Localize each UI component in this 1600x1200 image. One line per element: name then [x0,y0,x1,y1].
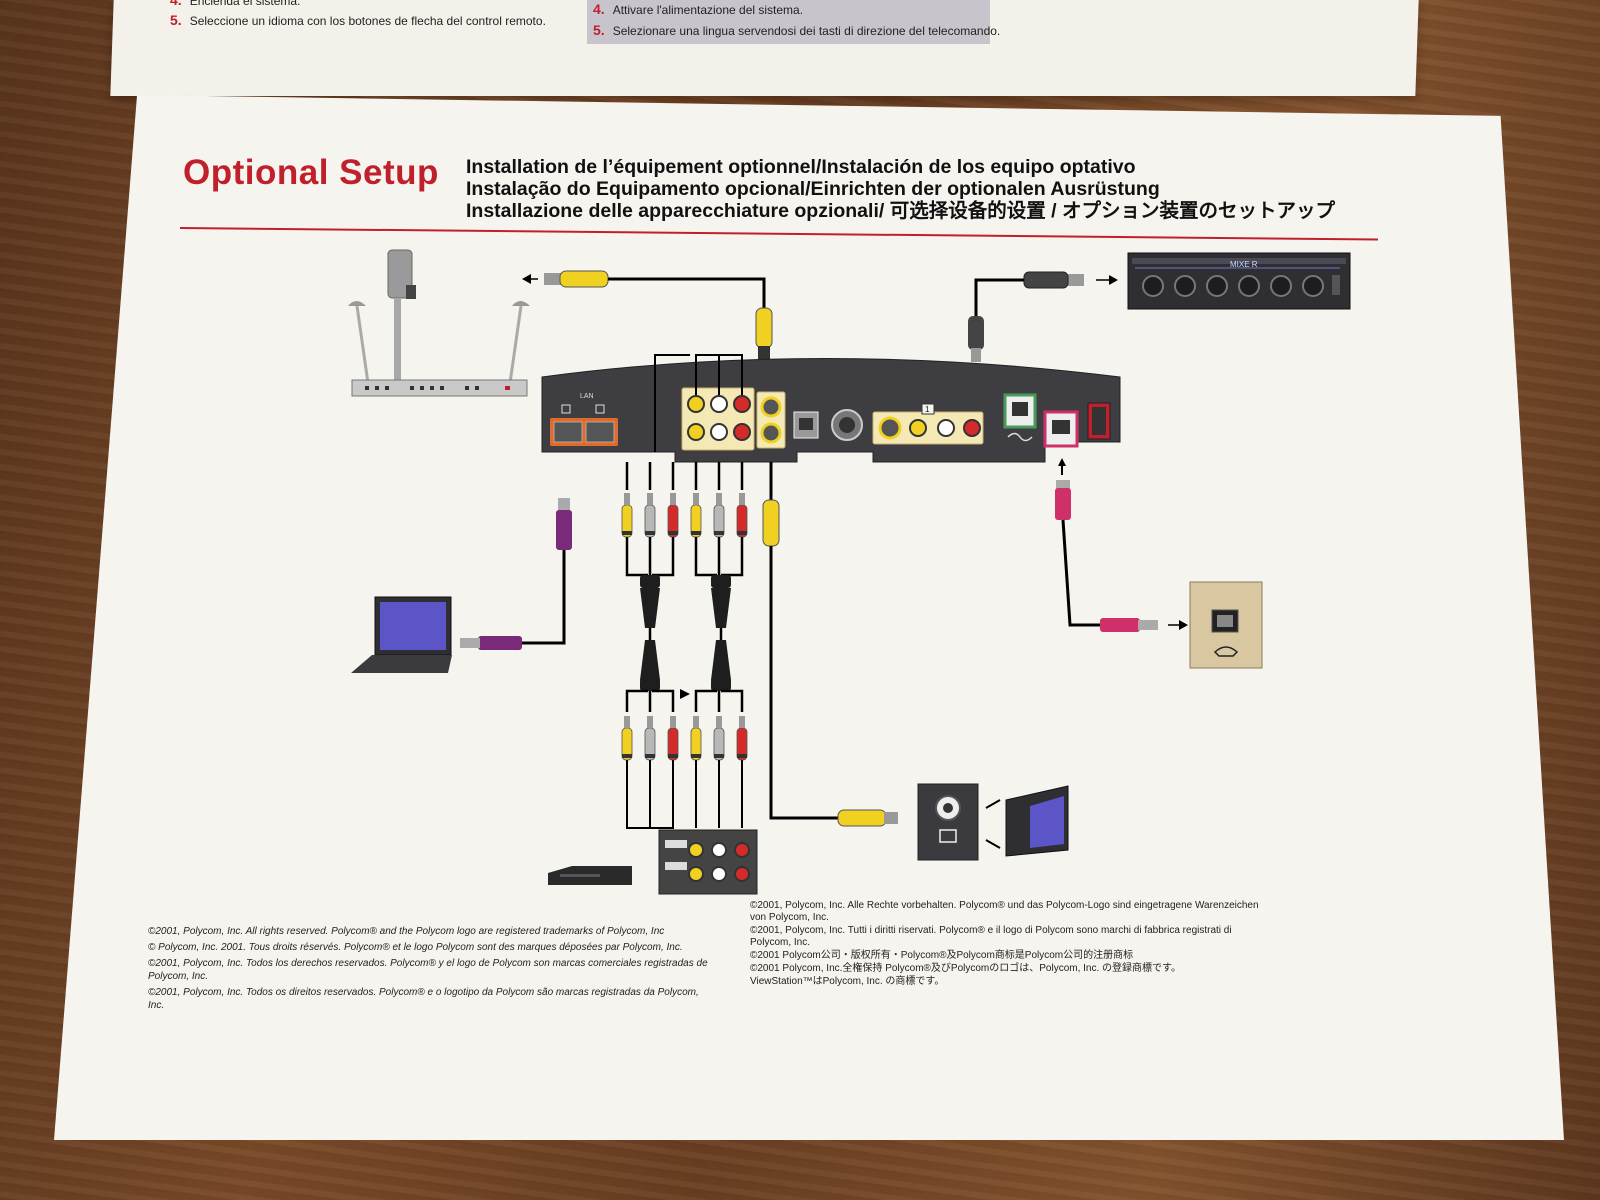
top-right-steps: 4.Attivare l'alimentazione del sistema. … [593,0,1000,41]
subtitle-line: Instalação do Equipamento opcional/Einri… [466,178,1160,200]
port-number: 1 [925,405,930,414]
lan-cable [460,498,572,650]
phone-line-cable [1055,458,1188,632]
subtitle-block: Installation de l’équipement optionnel/I… [466,156,1335,222]
copyright-line: © Polycom, Inc. 2001. Tous droits réserv… [148,942,683,953]
camera-microphone-stand [348,249,530,397]
camera-cable [522,270,773,360]
svideo-adapter [917,783,979,861]
tv-connection-lines [985,799,1001,849]
codec-rear-panel: LAN 1 [541,358,1121,463]
lan-label: LAN [580,393,594,400]
copyright-line: ViewStation™はPolycom, Inc. の商標です。 [750,976,945,987]
copyright-line: ©2001, Polycom, Inc. All rights reserved… [148,926,665,937]
copyright-right: ©2001, Polycom, Inc. Alle Rechte vorbeha… [750,900,1270,989]
svideo-cable [762,462,898,827]
step-item: 5.Seleccione un idioma con los botones d… [170,12,546,28]
page-title: Optional Setup [183,153,439,192]
copyright-line: ©2001, Polycom, Inc. Alle Rechte vorbeha… [750,900,1259,923]
copyright-line: ©2001, Polycom, Inc. Todos os direitos r… [148,987,699,1011]
step-item: 4.Encienda el sistema. [170,0,301,8]
copyright-line: ©2001, Polycom, Inc. Tutti i diritti ris… [750,925,1232,948]
step-item: 5.Selezionare una lingua servendosi dei … [593,22,1001,38]
subtitle-line: Installazione delle apparecchiature opzi… [466,200,1335,222]
top-left-steps: 4.Encienda el sistema. 5.Seleccione un i… [170,0,546,31]
copyright-left: ©2001, Polycom, Inc. All rights reserved… [148,925,708,1015]
vcr-av-panel [548,829,758,895]
av-connection-brackets [654,354,743,452]
telephone-wall-jack [1189,581,1263,669]
copyright-line: ©2001 Polycom公司・版权所有・Polycom®及Polycom商标是… [750,950,1134,961]
mixer-label: MIXE R [1230,260,1258,269]
television [1005,785,1069,857]
subtitle-line: Installation de l’équipement optionnel/I… [466,156,1136,178]
av-input-output-cables [621,462,748,829]
copyright-line: ©2001 Polycom, Inc.全権保持 Polycom®及びPolyco… [750,963,1182,974]
copyright-line: ©2001, Polycom, Inc. Todos los derechos … [148,958,708,982]
top-right-highlight-box [587,0,990,44]
mixer-cable [968,271,1118,362]
step-item: 4.Attivare l'alimentazione del sistema. [593,1,804,17]
laptop [351,596,452,673]
audio-mixer: MIXE R [1127,252,1351,310]
